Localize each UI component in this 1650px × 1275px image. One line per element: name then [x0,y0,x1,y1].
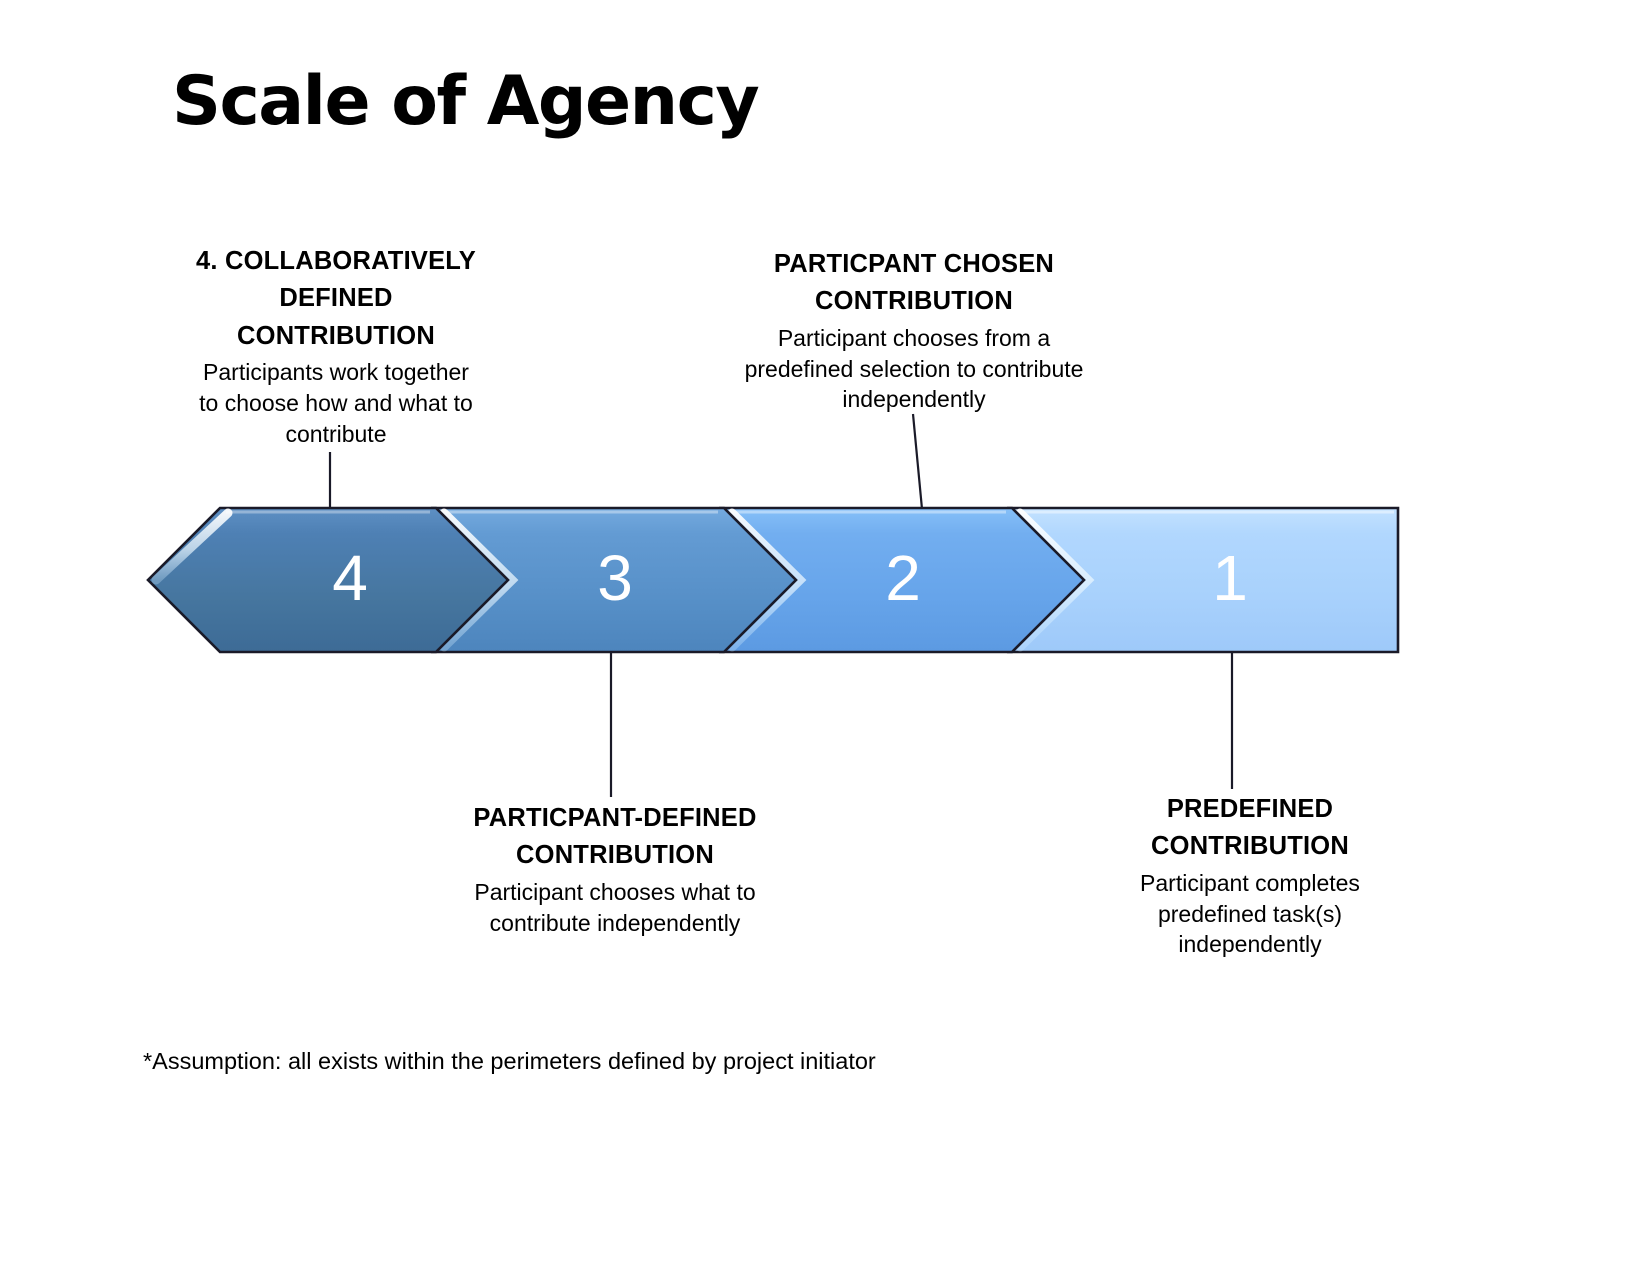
callout-level-1-description-line-3: independently [1178,931,1322,958]
callout-level-2: PARTICPANT CHOSEN CONTRIBUTION Participa… [733,246,1095,415]
chevron-bevel-highlight-level-2 [727,508,807,652]
callout-level-1-heading: PREDEFINED CONTRIBUTION [1085,791,1415,866]
callout-level-3-heading: PARTICPANT-DEFINED CONTRIBUTION [440,800,790,875]
chevron-number-level-3: 3 [597,542,633,614]
callout-level-3-description-line-2: contribute independently [489,909,741,936]
callout-level-1-description-line-2: predefined task(s) [1157,900,1343,927]
callout-level-1-description-line-1: Participant completes [1140,869,1360,896]
callout-level-3: PARTICPANT-DEFINED CONTRIBUTION Particip… [440,800,790,938]
callout-level-4-description-line-2: to choose how and what to [199,390,473,417]
chevron-shape-level-4 [146,506,510,654]
callout-level-4-heading: 4. COLLABORATIVELY DEFINED CONTRIBUTION [160,243,512,355]
connector-line-level-2 [911,413,924,510]
callout-level-2-description: Participant chooses from a predefined se… [733,323,1095,415]
callout-level-2-heading-line-1: PARTICPANT CHOSEN [773,250,1055,278]
chevron-segment-level-1[interactable]: 1 [1006,506,1400,654]
callout-level-4-description-line-1: Participants work together [203,359,469,386]
callout-level-3-heading-line-2: CONTRIBUTION [516,841,714,870]
agency-chevron-bar: 1 2 3 4 [140,495,1400,670]
callout-level-1: PREDEFINED CONTRIBUTION Participant comp… [1085,791,1415,960]
chevron-number-level-4: 4 [332,542,368,614]
chevron-number-level-1: 1 [1212,542,1248,614]
callout-level-2-description-line-1: Participant chooses from a [777,324,1051,351]
callout-level-1-heading-line-1: PREDEFINED [1166,795,1334,823]
chevron-bevel-highlight-level-3 [439,508,519,652]
page-title: Scale of Agency [172,62,760,141]
callout-level-4-heading-line-3: CONTRIBUTION [237,321,435,350]
callout-level-4-description: Participants work together to choose how… [160,357,512,449]
callout-level-2-description-line-3: independently [842,386,986,413]
callout-level-2-description-line-2: predefined selection to contribute [744,355,1084,382]
callout-level-1-description: Participant completes predefined task(s)… [1085,868,1415,960]
callout-level-3-description: Participant chooses what to contribute i… [440,877,790,938]
callout-level-3-description-line-1: Participant chooses what to [474,878,756,905]
chevron-number-level-2: 2 [885,542,921,614]
chevron-segment-level-4[interactable]: 4 [146,506,510,654]
callout-level-4-description-line-3: contribute [285,420,387,447]
chevron-bevel-highlight-level-4 [151,508,233,585]
callout-level-1-heading-line-2: CONTRIBUTION [1151,832,1349,861]
callout-level-2-heading-line-2: CONTRIBUTION [815,287,1013,316]
callout-level-4: 4. COLLABORATIVELY DEFINED CONTRIBUTION … [160,243,512,449]
callout-level-2-heading: PARTICPANT CHOSEN CONTRIBUTION [733,246,1095,321]
assumption-footnote: *Assumption: all exists within the perim… [143,1048,876,1074]
callout-level-4-heading-line-1: 4. COLLABORATIVELY [196,247,476,275]
chevron-bevel-highlight-level-1 [1015,508,1095,652]
chevron-segment-level-3[interactable]: 3 [430,506,798,654]
callout-level-3-heading-line-1: PARTICPANT-DEFINED [473,804,757,832]
callout-level-4-heading-line-2: DEFINED [279,284,393,313]
